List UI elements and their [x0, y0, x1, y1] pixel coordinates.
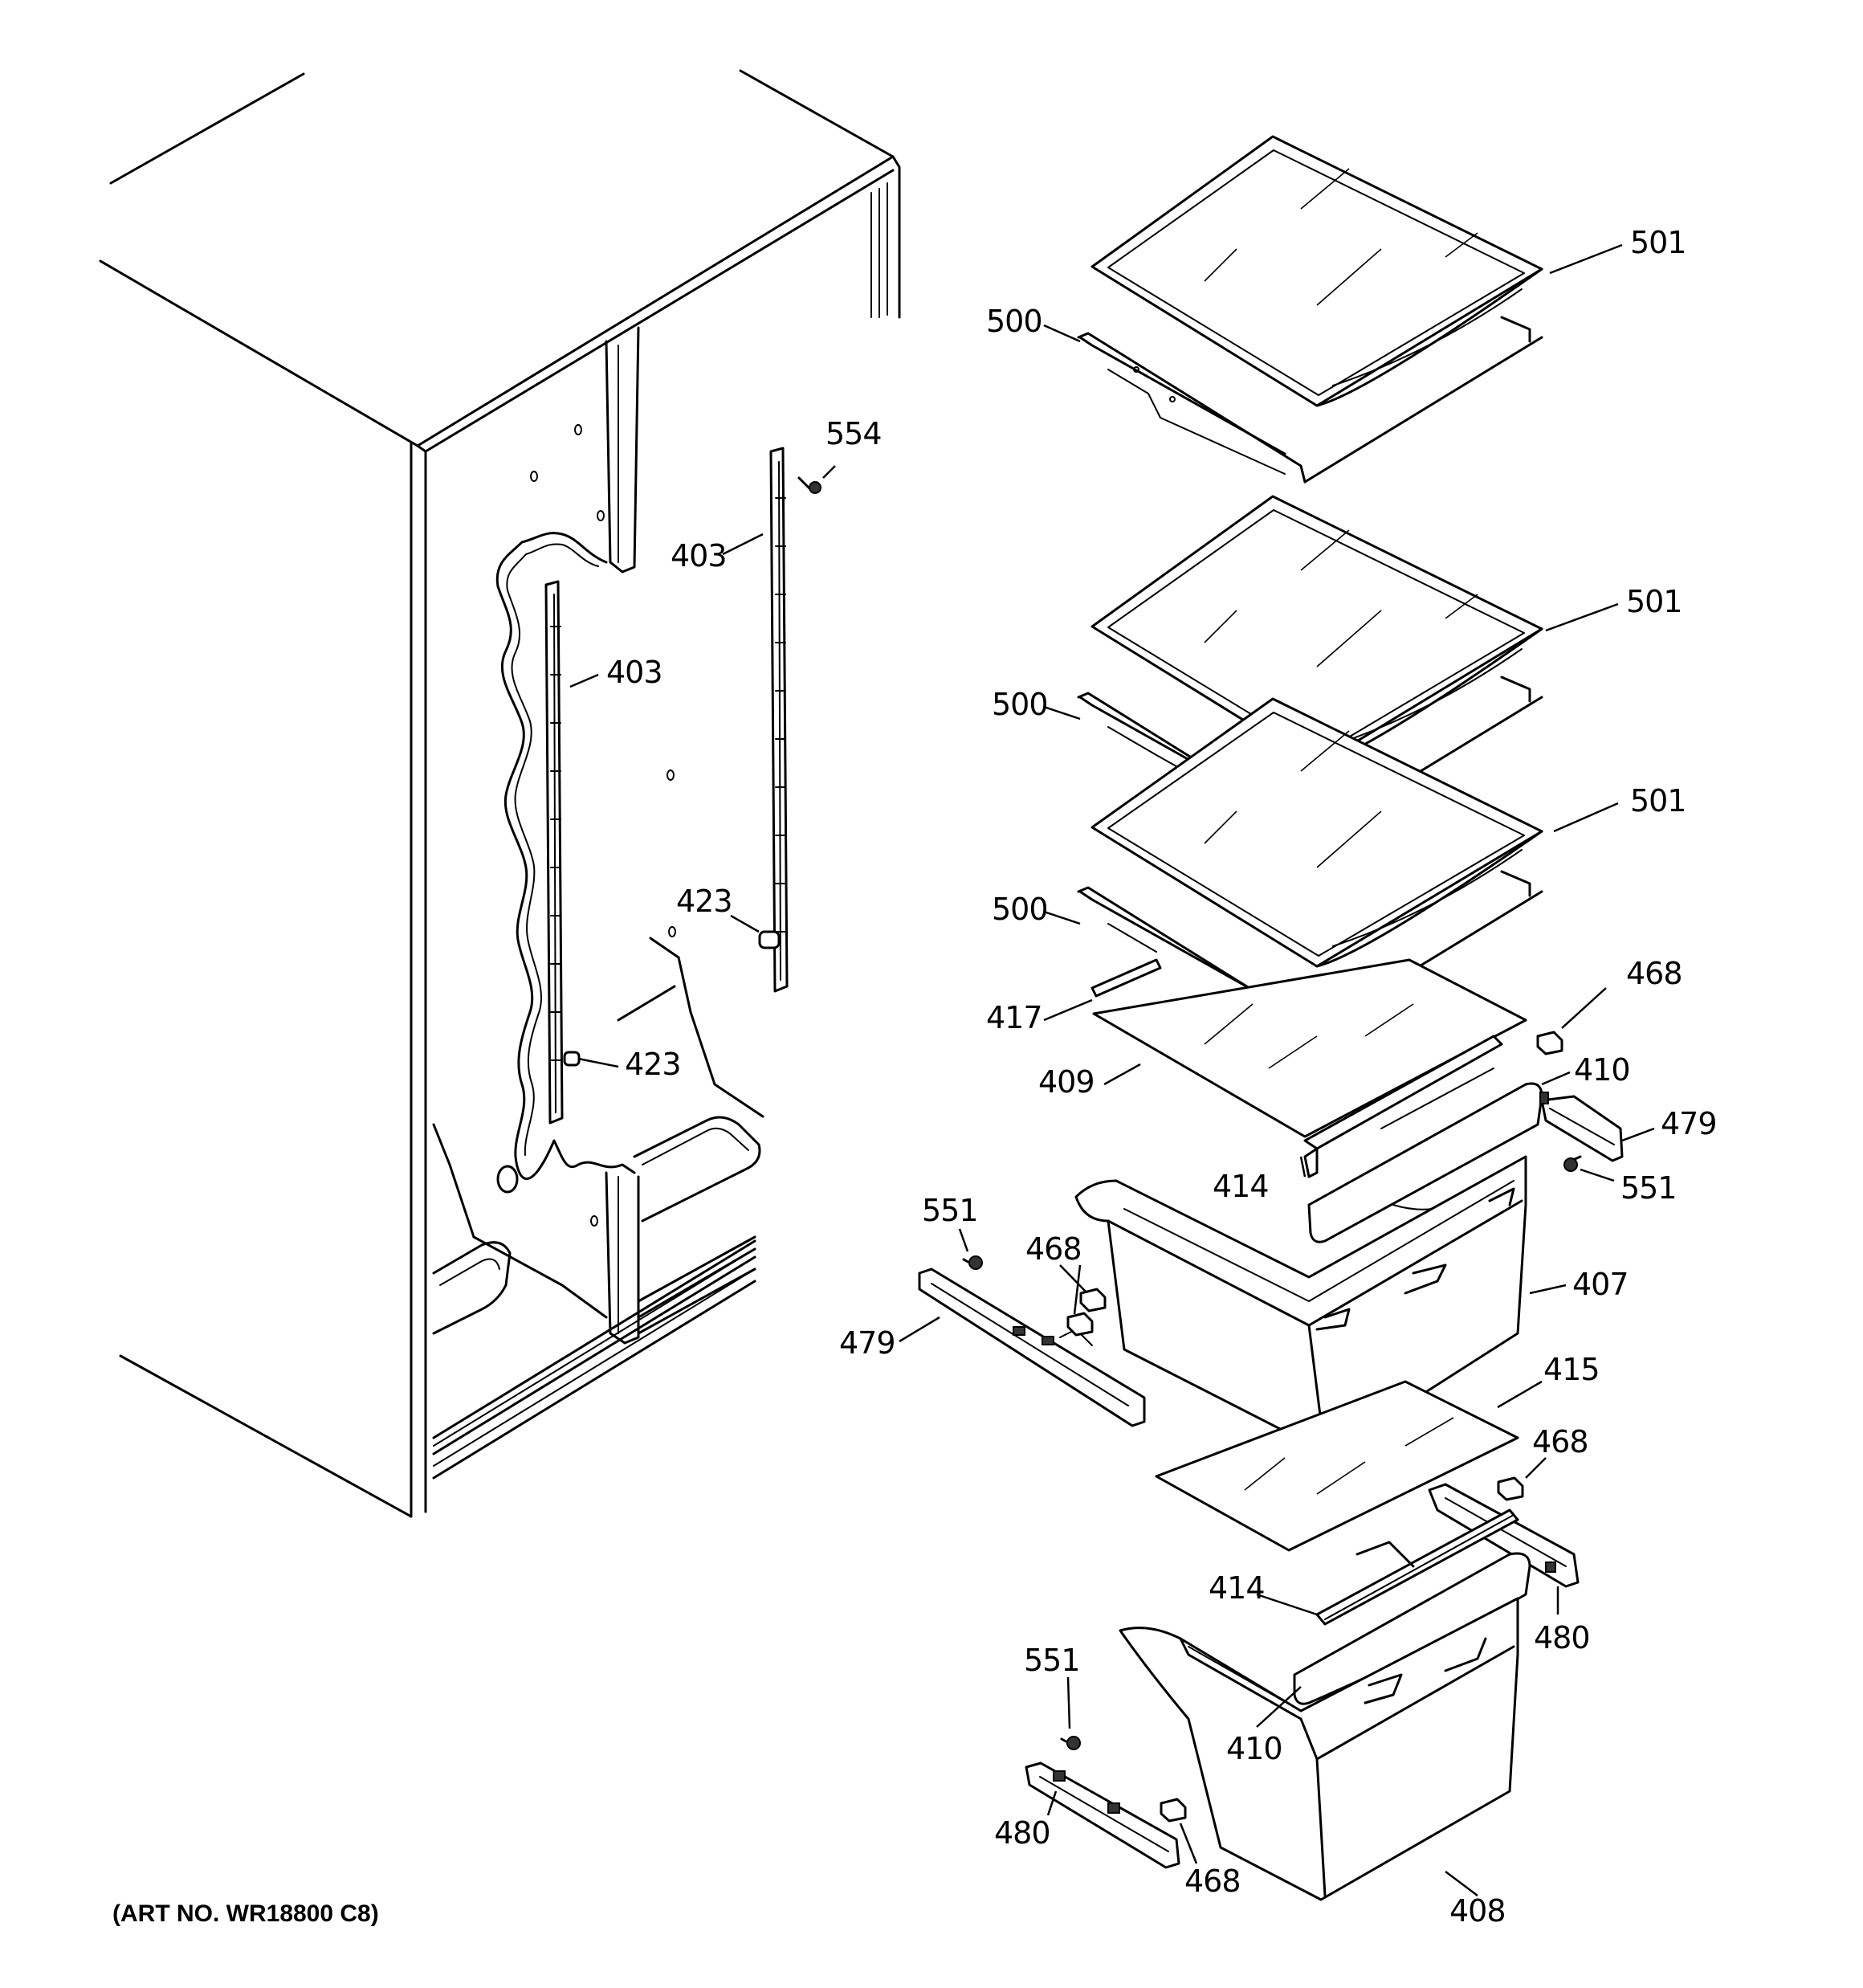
clips-468-left: [1066, 1288, 1107, 1337]
glass-shelf-3: [1090, 697, 1543, 968]
callout-468: 468: [1532, 1424, 1588, 1459]
callout-551: 551: [1024, 1643, 1080, 1678]
callout-501: 501: [1626, 584, 1682, 619]
callout-414: 414: [1209, 1570, 1265, 1606]
glide-480-left: [1025, 1761, 1180, 1869]
pan-cover-glass-415: [1155, 1380, 1519, 1552]
callout-415: 415: [1543, 1352, 1600, 1387]
clip-468-bottom: [1160, 1798, 1187, 1823]
clip-468-top: [1536, 1031, 1563, 1055]
callout-479: 479: [1661, 1106, 1717, 1141]
frame-410-lower: [1315, 1508, 1519, 1626]
callout-403: 403: [671, 538, 727, 574]
shelf-rail-left: [544, 580, 564, 1125]
crisper-pan-408: [1119, 1541, 1519, 1901]
callout-414: 414: [1213, 1169, 1269, 1204]
glide-480-right: [1428, 1483, 1580, 1588]
callout-500: 500: [986, 304, 1042, 339]
callout-480: 480: [1534, 1620, 1590, 1655]
callout-480: 480: [994, 1815, 1050, 1851]
glass-shelf-2: [1090, 495, 1543, 767]
leader-lines: [569, 243, 1655, 1896]
frame-410-upper: [1303, 1035, 1503, 1178]
shelf-rail-right: [769, 447, 789, 993]
screw-551-right: [1563, 1155, 1582, 1172]
screw-554: [797, 476, 821, 494]
crisper-pan-407: [1074, 1155, 1527, 1455]
callout-551: 551: [922, 1193, 978, 1228]
callout-479: 479: [839, 1325, 895, 1361]
glide-479-right: [1539, 1092, 1624, 1162]
art-number-caption: (ART NO. WR18800 C8): [112, 1900, 379, 1927]
shelf-bracket-1: [1077, 316, 1543, 484]
callout-410: 410: [1574, 1052, 1630, 1088]
screw-551-left: [962, 1255, 983, 1270]
callout-403: 403: [606, 655, 662, 690]
clip-468-mid: [1497, 1476, 1524, 1501]
callout-551: 551: [1620, 1170, 1677, 1206]
screw-551-lower: [1060, 1736, 1081, 1750]
callout-501: 501: [1630, 225, 1686, 260]
callout-500: 500: [992, 892, 1048, 927]
callout-468: 468: [1626, 956, 1682, 991]
callout-500: 500: [992, 687, 1048, 722]
cover-support-417: [1090, 958, 1162, 998]
pan-cover-glass-409: [1092, 958, 1527, 1138]
spacer-423-upper: [758, 930, 781, 949]
glass-shelf-1: [1090, 135, 1543, 407]
callout-410: 410: [1226, 1731, 1282, 1766]
callout-409: 409: [1038, 1064, 1095, 1100]
callout-423: 423: [625, 1047, 681, 1082]
spacer-423-lower: [563, 1051, 581, 1067]
callout-554: 554: [826, 416, 882, 451]
glide-479-left: [918, 1268, 1146, 1427]
cabinet: [99, 69, 901, 1518]
callout-501: 501: [1630, 783, 1686, 818]
callout-labels: 501 500 554 403 403 501 500 501 423 500 …: [606, 225, 1718, 1929]
callout-407: 407: [1572, 1267, 1629, 1302]
callout-417: 417: [986, 1000, 1042, 1035]
callout-423: 423: [676, 884, 732, 919]
callout-408: 408: [1449, 1893, 1506, 1929]
callout-468: 468: [1184, 1863, 1241, 1899]
callout-468: 468: [1025, 1231, 1082, 1267]
